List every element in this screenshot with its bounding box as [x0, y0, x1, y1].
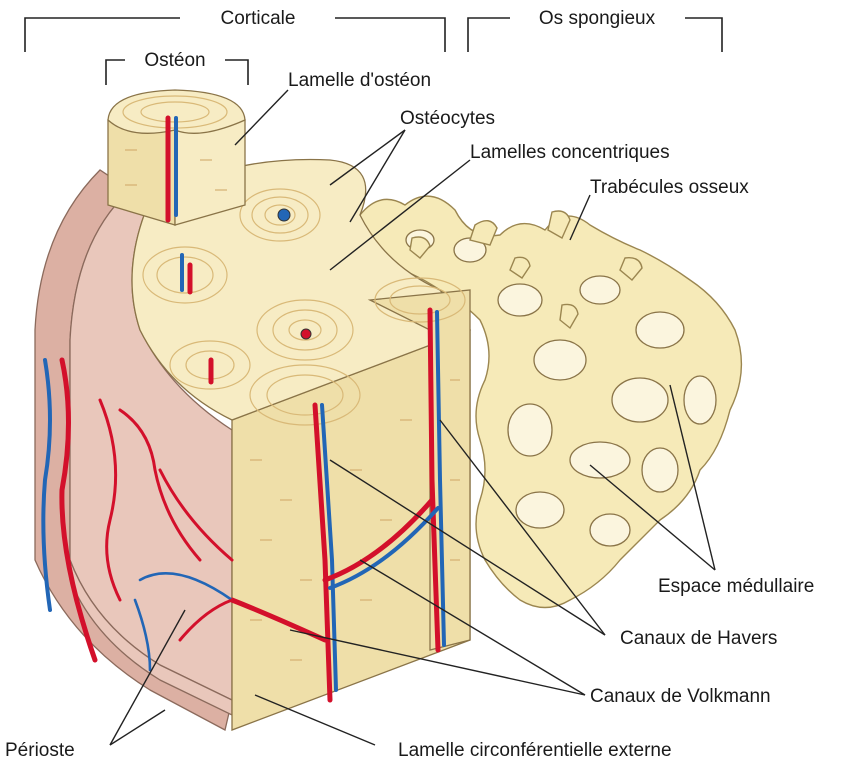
label-corticale: Corticale [221, 8, 296, 29]
label-lamelles-concentriques: Lamelles concentriques [470, 142, 670, 163]
label-lamelle-circ: Lamelle circonférentielle externe [398, 740, 672, 761]
label-osteon: Ostéon [144, 50, 205, 71]
label-trabecules: Trabécules osseux [590, 177, 749, 198]
label-lamelle-osteon: Lamelle d'ostéon [288, 70, 431, 91]
label-espace-medullaire: Espace médullaire [658, 576, 814, 597]
label-osteocytes: Ostéocytes [400, 108, 495, 129]
label-canaux-havers: Canaux de Havers [620, 628, 777, 649]
label-canaux-volkmann: Canaux de Volkmann [590, 686, 771, 707]
label-perioste: Périoste [5, 740, 75, 761]
label-os-spongieux: Os spongieux [539, 8, 656, 29]
